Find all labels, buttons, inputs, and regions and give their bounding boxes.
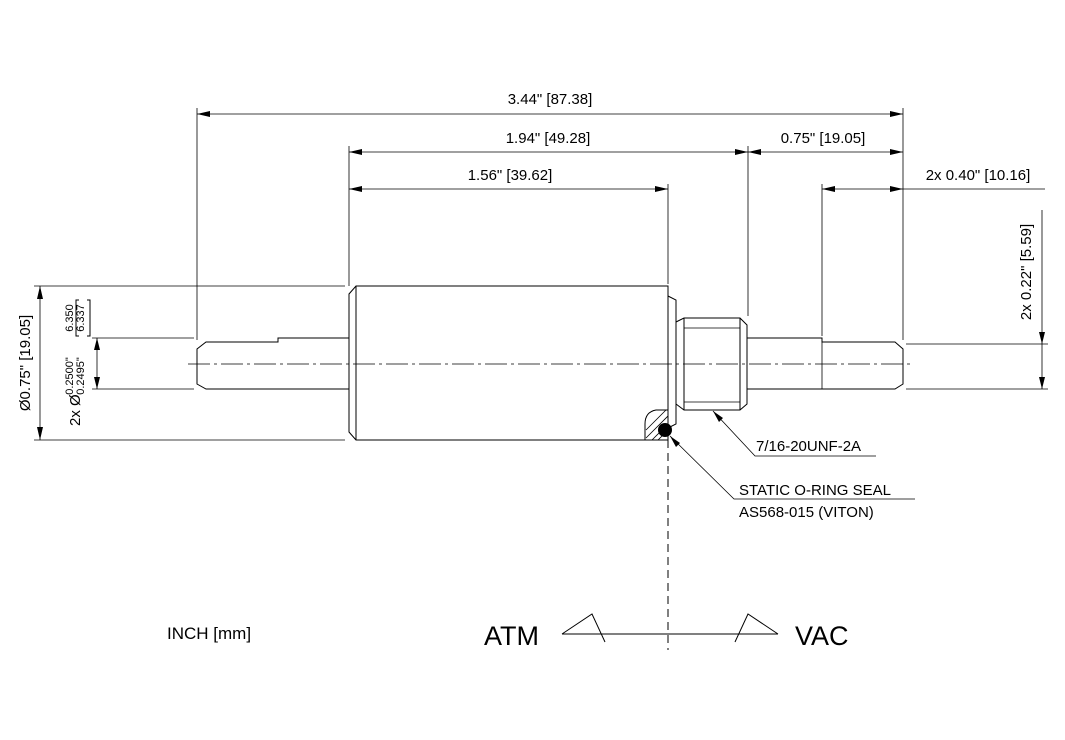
shaft-diameter-inch-upper: 0.2500" <box>64 357 76 395</box>
seal-line1-label: STATIC O-RING SEAL <box>739 482 891 499</box>
units-note: INCH [mm] <box>167 624 251 643</box>
mm-bracket-right <box>87 299 91 337</box>
overall-length-label: 3.44" [87.38] <box>508 91 593 108</box>
shaft-diameter-inch-lower: 0.2495" <box>75 357 87 395</box>
body-shoulder <box>667 295 677 429</box>
body-length-total-label: 1.94" [49.28] <box>506 130 591 147</box>
vac-label: VAC <box>795 621 849 651</box>
mm-bracket-left <box>75 299 79 337</box>
main-body <box>348 285 669 441</box>
shaft-diameter-prefix: 2x Ø <box>67 394 84 426</box>
left-shaft <box>196 337 349 390</box>
o-ring-seal <box>644 409 672 441</box>
right-shaft <box>747 337 904 390</box>
shaft-diameter-mm-lower: 6.337 <box>75 304 87 332</box>
thread-spec-label: 7/16-20UNF-2A <box>756 438 861 455</box>
atm-label: ATM <box>484 621 539 651</box>
thread-callout: 7/16-20UNF-2A <box>712 410 876 457</box>
part-outline <box>196 285 904 441</box>
flat-depth-label: 2x 0.22" [5.59] <box>1018 224 1035 320</box>
threaded-section <box>675 317 748 411</box>
atm-vac-indicator: ATM VAC <box>484 613 849 651</box>
body-length-label: 1.56" [39.62] <box>468 167 553 184</box>
seal-line2-label: AS568-015 (VITON) <box>739 504 874 521</box>
thread-length-label: 0.75" [19.05] <box>781 130 866 147</box>
shaft-flat-length-label: 2x 0.40" [10.16] <box>926 167 1031 184</box>
extension-lines <box>34 108 1048 441</box>
seal-callout: STATIC O-RING SEAL AS568-015 (VITON) <box>669 435 915 521</box>
o-ring-icon <box>658 423 672 437</box>
dimension-lines <box>37 111 1045 440</box>
shaft-diameter-label: 2x Ø 0.2500" 0.2495" 6.350 6.337 <box>64 299 91 426</box>
shaft-diameter-mm-upper: 6.350 <box>64 304 76 332</box>
body-diameter-label: Ø0.75" [19.05] <box>17 315 34 411</box>
